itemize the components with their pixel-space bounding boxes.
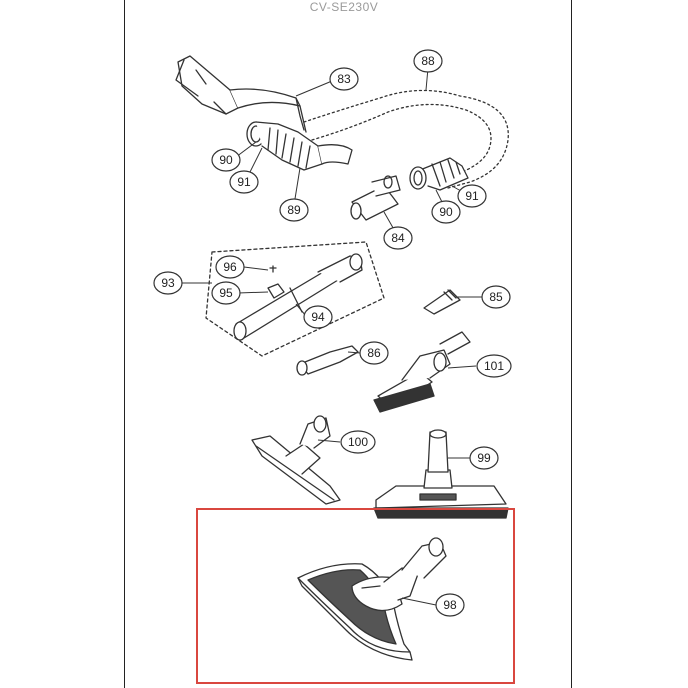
- parts-sheet: [124, 0, 572, 688]
- callout-100[interactable]: 100: [340, 430, 376, 454]
- callout-94[interactable]: 94: [303, 305, 333, 329]
- callout-89[interactable]: 89: [279, 198, 309, 222]
- callout-99-label: 99: [477, 451, 491, 465]
- callout-100-label: 100: [348, 435, 368, 449]
- callout-101[interactable]: 101: [476, 354, 512, 378]
- part-98-floor-nozzle-drawing: [297, 537, 447, 661]
- callout-90-right-label: 90: [439, 205, 453, 219]
- callout-86[interactable]: 86: [359, 341, 389, 365]
- part-95-96-clip-drawing: [267, 265, 285, 299]
- part-93-group-outline: [205, 241, 385, 357]
- model-title: CV-SE230V: [309, 0, 379, 14]
- callout-101-label: 101: [484, 359, 504, 373]
- callout-83[interactable]: 83: [329, 67, 359, 91]
- callout-88-label: 88: [421, 54, 435, 68]
- highlight-box-part-98: [196, 508, 515, 684]
- part-83-handle-drawing: [175, 55, 307, 133]
- callout-91-left[interactable]: 91: [229, 170, 259, 194]
- callout-85[interactable]: 85: [481, 285, 511, 309]
- part-90-91-right-end-drawing: [409, 157, 469, 191]
- callout-86-label: 86: [367, 346, 381, 360]
- callout-98[interactable]: 98: [435, 593, 465, 617]
- part-89-hose-drawing: [246, 121, 353, 171]
- callout-99[interactable]: 99: [469, 446, 499, 470]
- part-85-nozzle-drawing: [423, 289, 461, 315]
- callout-93-label: 93: [161, 276, 175, 290]
- callout-91-right-label: 91: [465, 189, 479, 203]
- part-94-wand-drawing: [233, 253, 363, 341]
- callout-95-label: 95: [219, 286, 233, 300]
- callout-85-label: 85: [489, 290, 503, 304]
- callout-90-left[interactable]: 90: [211, 148, 241, 172]
- callout-91-right[interactable]: 91: [457, 184, 487, 208]
- callout-88[interactable]: 88: [413, 49, 443, 73]
- callout-84[interactable]: 84: [383, 226, 413, 250]
- callout-95[interactable]: 95: [211, 281, 241, 305]
- part-100-floor-nozzle-drawing: [251, 415, 341, 505]
- callout-91-left-label: 91: [237, 175, 251, 189]
- callout-94-label: 94: [311, 310, 325, 324]
- callout-98-label: 98: [443, 598, 457, 612]
- part-99-floor-nozzle-drawing: [373, 429, 509, 519]
- callout-83-label: 83: [337, 72, 351, 86]
- callout-84-label: 84: [391, 231, 405, 245]
- callout-93[interactable]: 93: [153, 271, 183, 295]
- part-84-connector-drawing: [350, 175, 401, 221]
- callout-96-label: 96: [223, 260, 237, 274]
- part-88-hose-outline: [303, 89, 509, 189]
- callout-89-label: 89: [287, 203, 301, 217]
- callout-96[interactable]: 96: [215, 255, 245, 279]
- callout-90-right[interactable]: 90: [431, 200, 461, 224]
- part-101-brush-drawing: [373, 331, 471, 413]
- callout-90-left-label: 90: [219, 153, 233, 167]
- part-86-crevice-drawing: [296, 345, 359, 376]
